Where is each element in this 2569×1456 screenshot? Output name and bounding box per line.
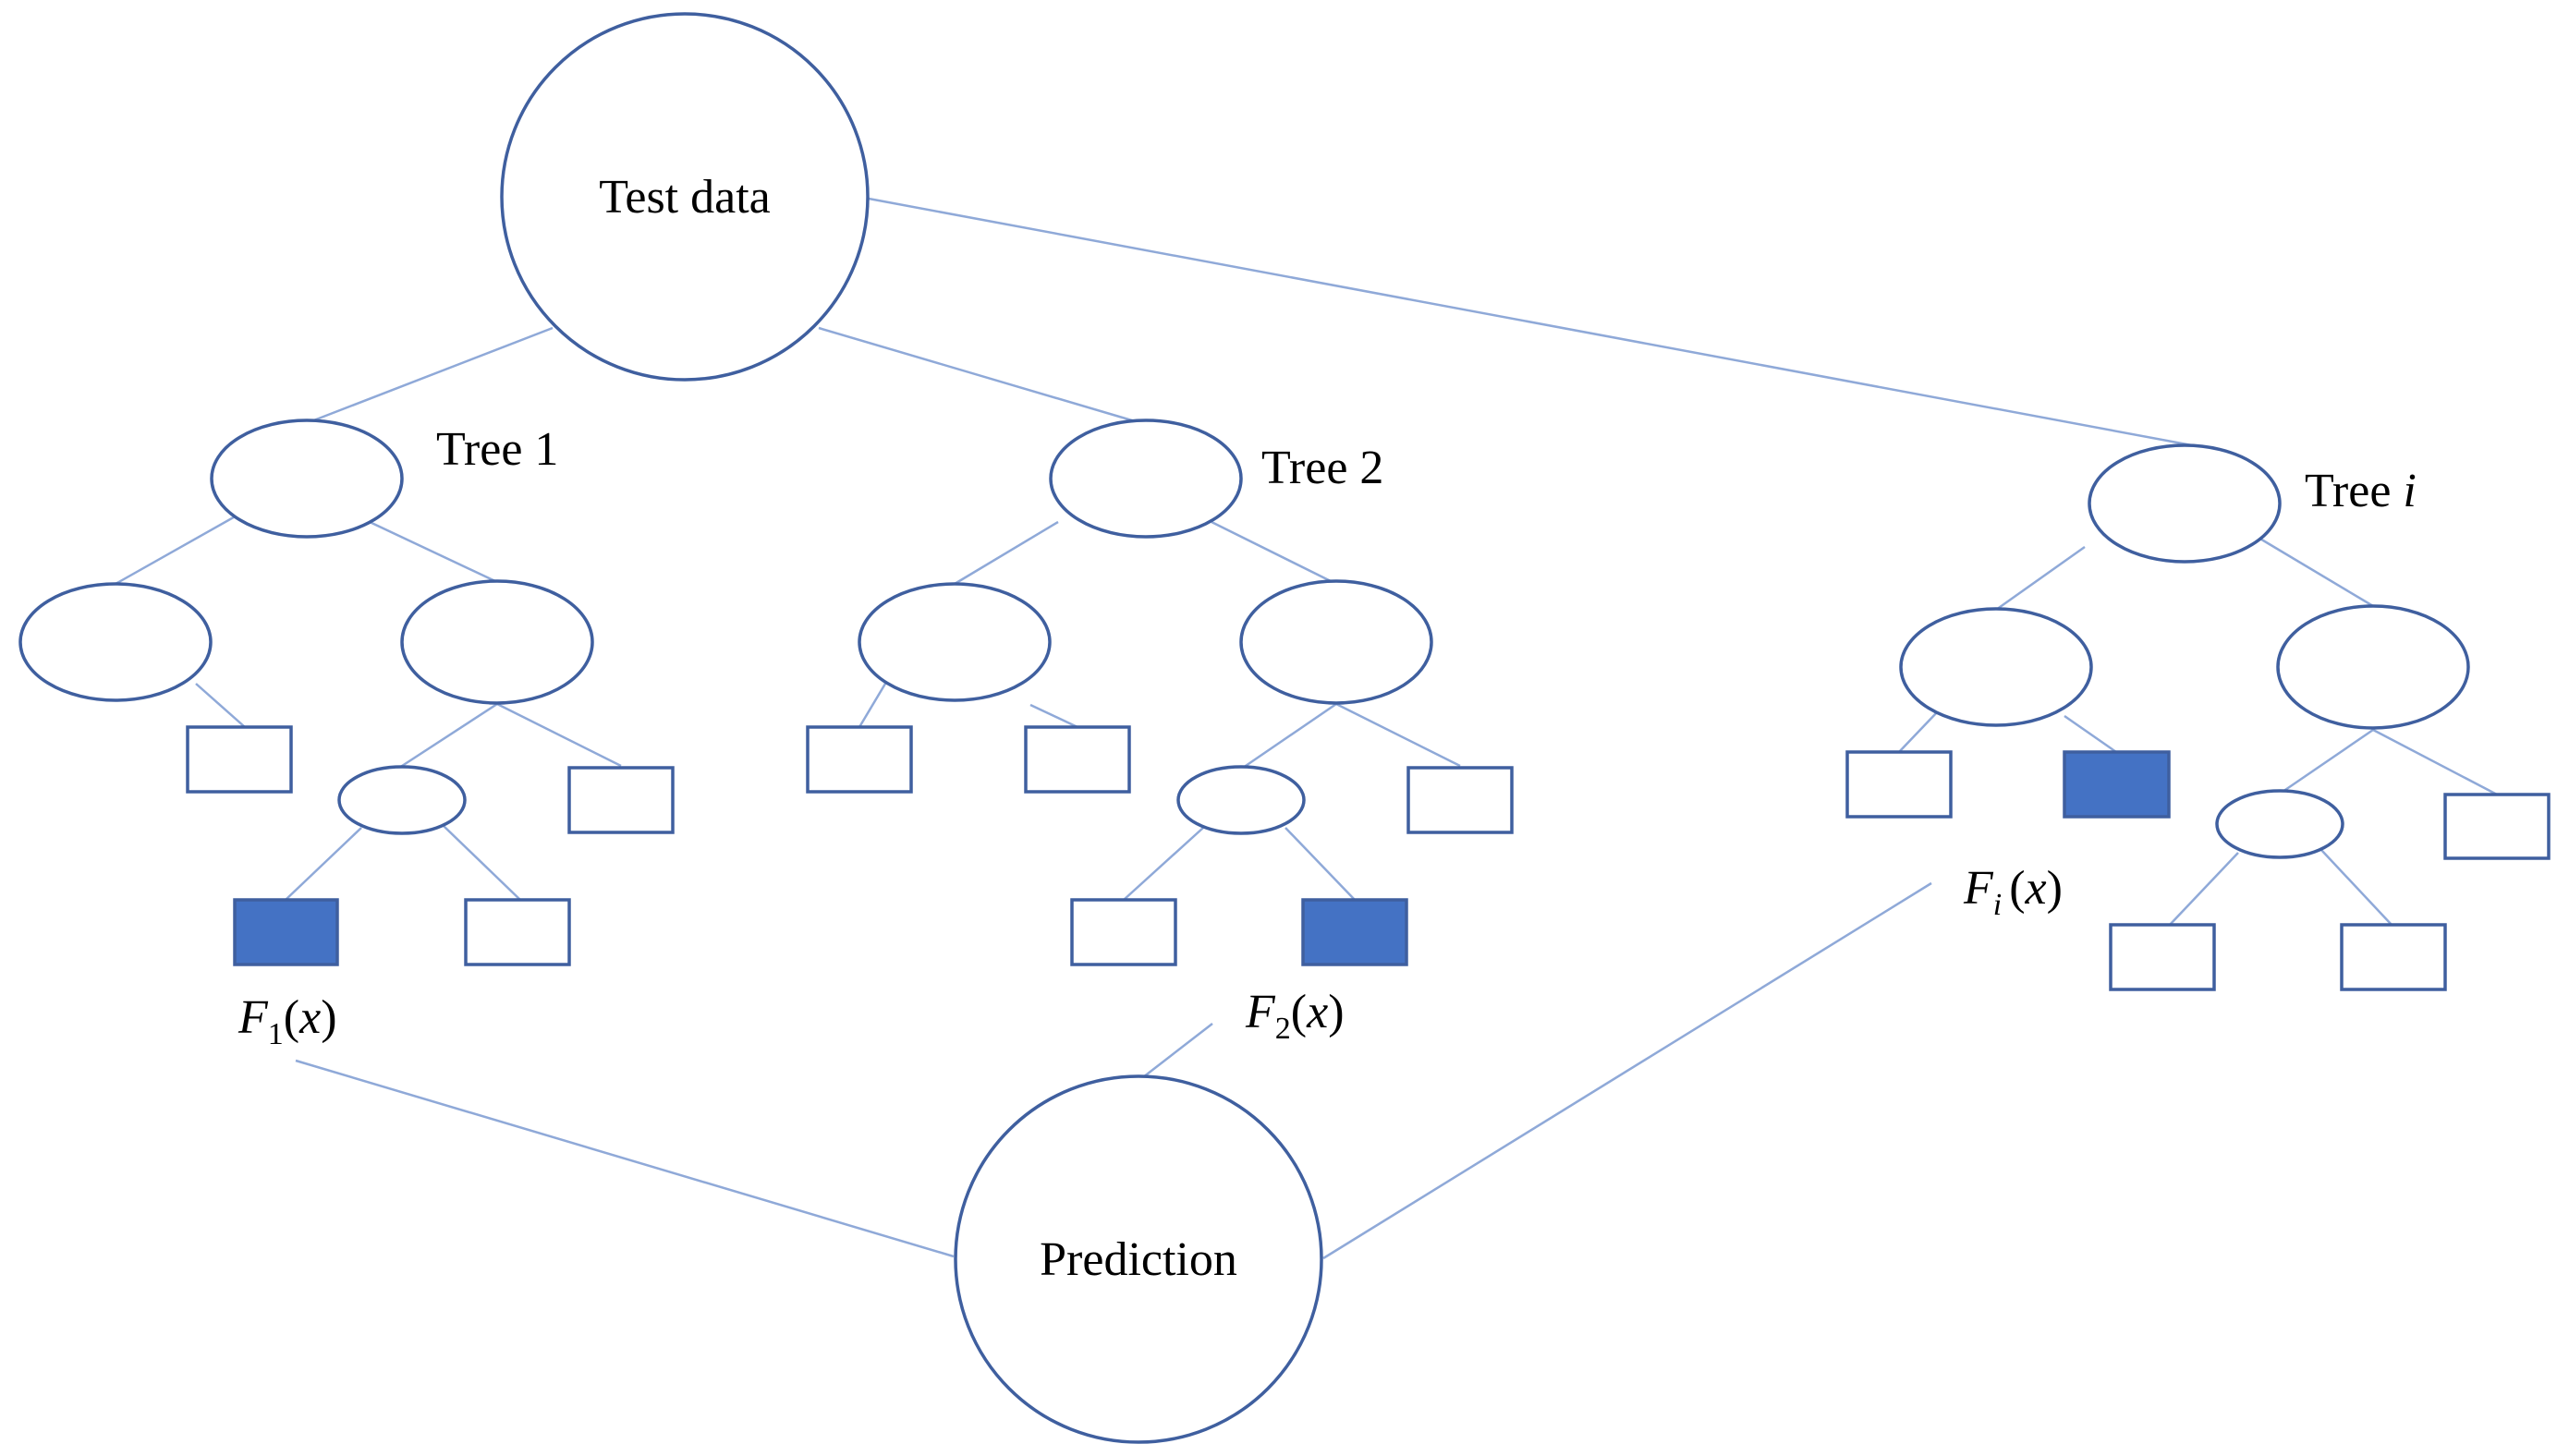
tree2-leaf [1024,725,1131,794]
tree1-node-right [400,579,594,705]
edge-root-tree2 [818,326,1142,425]
root-label: Test data [599,171,771,224]
edge-t2 [1335,702,1461,768]
tree1-node-left [18,582,213,702]
treei-node-inner [2215,789,2344,859]
tree2-leaf [1406,766,1514,834]
root-circle [500,12,870,382]
edge-t1 [285,827,362,901]
treei-label: Tree i [2305,465,2417,517]
tree2-node-inner [1176,765,1306,835]
tree-2: Tree 2 F2(x) [806,419,1514,1046]
edge-t2 [1284,827,1356,901]
edge-t1 [115,504,254,586]
prediction-circle [954,1074,1323,1444]
edge-t2 [1242,702,1337,770]
edge-t2 [1029,703,1078,729]
connector-lines [115,197,2498,1260]
tree2-output-label: F2(x) [1245,986,1345,1046]
treei-root-node [2088,443,2282,564]
prediction-node: Prediction [954,1074,1323,1444]
edge-root-tree1 [310,326,554,423]
treei-output-label: Fi(x) [1963,862,2063,922]
edge-ti [2258,536,2374,608]
tree-1: Tree 1 F1(x) [18,419,675,1051]
tree1-root-node [210,419,404,539]
tree2-leaf [1070,898,1177,966]
edge-ti [1995,545,2086,612]
treei-node-left [1899,607,2093,727]
tree2-node-left [858,582,1052,702]
edge-ti [2169,852,2239,926]
edge-t1 [195,683,246,728]
edge-t1 [443,825,521,901]
tree1-selected-leaf [233,898,339,966]
treei-leaf [2340,923,2447,991]
edge-t2 [1211,520,1337,586]
edge-t2 [1123,827,1204,901]
treei-leaf [1845,750,1953,819]
tree2-leaf [806,725,913,794]
edge-ti [1898,710,1939,753]
tree1-leaf [186,725,293,794]
edge-ti [2282,728,2374,794]
tree2-node-right [1239,579,1433,705]
treei-selected-leaf [2063,750,2171,819]
edge-t2 [858,683,887,728]
prediction-label: Prediction [1040,1233,1237,1286]
tree-i: Tree i Fi(x) [1845,443,2551,991]
treei-leaf [2443,793,2551,860]
tree1-leaf [567,766,675,834]
tree2-selected-leaf [1301,898,1408,966]
tree2-label: Tree 2 [1261,442,1383,494]
edge-t1 [496,702,622,768]
edge-t1 [369,520,498,584]
edge-f2-prediction [1142,1023,1213,1078]
edge-t2 [954,520,1059,586]
tree1-output-label: F1(x) [237,991,337,1051]
treei-node-right [2276,604,2470,730]
edge-ti [2320,849,2392,926]
edge-root-treei [868,197,2193,447]
tree1-label: Tree 1 [436,423,558,476]
tree1-leaf [464,898,571,966]
tree2-root-node [1049,419,1243,539]
edge-fi-prediction [1322,881,1932,1260]
edge-f1-prediction [295,1059,955,1258]
edge-ti [2372,728,2498,796]
edge-ti [2064,714,2117,754]
edge-t1 [398,702,498,770]
tree1-node-inner [337,765,467,835]
treei-leaf [2109,923,2216,991]
root-node: Test data [500,12,870,382]
